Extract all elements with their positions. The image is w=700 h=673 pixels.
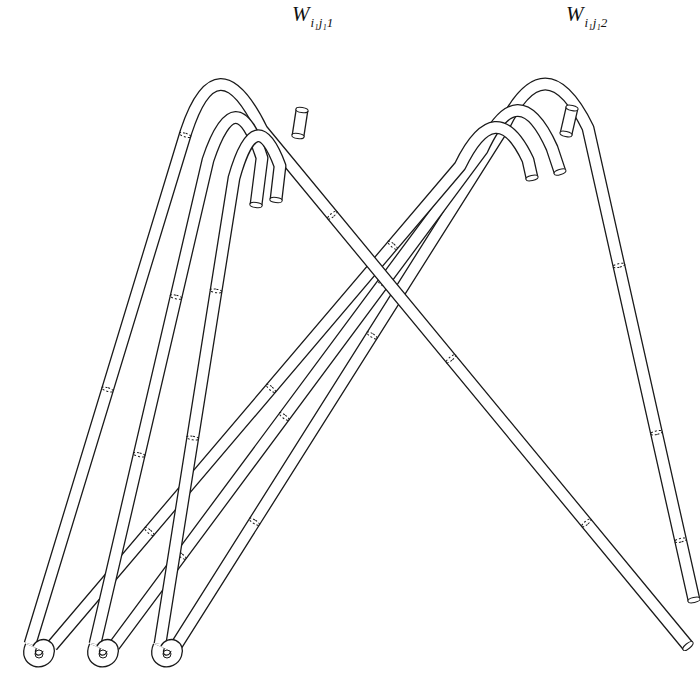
tube-open-end bbox=[553, 168, 566, 177]
set-symbol: W bbox=[566, 4, 584, 25]
tube-open-end bbox=[291, 132, 304, 139]
tube-ring bbox=[580, 518, 592, 529]
tube-open-end bbox=[682, 640, 695, 652]
set-symbol: W bbox=[292, 4, 310, 25]
tube-open-end bbox=[565, 104, 578, 112]
tube-ring bbox=[366, 331, 378, 341]
tube-ring bbox=[265, 383, 277, 394]
tube-outline bbox=[30, 84, 688, 646]
tube-outline bbox=[114, 110, 560, 646]
tube-ring bbox=[674, 537, 687, 543]
tube-outline bbox=[94, 645, 113, 661]
tube-open-end bbox=[687, 596, 700, 604]
coil-loop bbox=[163, 650, 171, 658]
tube-body bbox=[160, 136, 280, 644]
tube-group bbox=[30, 84, 700, 661]
tube-open-end bbox=[270, 197, 283, 204]
tube-ring bbox=[186, 435, 199, 441]
tube-body bbox=[30, 645, 49, 661]
tube-outline bbox=[30, 645, 49, 661]
coil-loop bbox=[99, 650, 107, 658]
set-subscript: i₁j₁2 bbox=[585, 16, 608, 29]
tube-open-end bbox=[525, 174, 538, 182]
tube-ring bbox=[387, 240, 399, 251]
tube-ring bbox=[210, 288, 223, 294]
tube-outline bbox=[160, 136, 280, 644]
tube-body bbox=[158, 645, 177, 661]
tube-body bbox=[30, 84, 688, 646]
tube-ring bbox=[612, 262, 625, 268]
tube-ring bbox=[326, 210, 338, 221]
coil-loop bbox=[35, 650, 43, 658]
tube-ring bbox=[248, 517, 260, 527]
tube-body bbox=[94, 645, 113, 661]
tube-outline bbox=[566, 108, 572, 134]
tube-body bbox=[52, 127, 532, 646]
tube-ring bbox=[133, 452, 146, 458]
tube-body bbox=[566, 108, 572, 134]
tube-ring bbox=[143, 526, 155, 537]
tube-outline bbox=[158, 645, 177, 661]
tube-ring bbox=[170, 294, 183, 300]
tube-outline bbox=[298, 110, 302, 136]
tube-open-end bbox=[295, 106, 308, 113]
tube-ring bbox=[101, 386, 114, 393]
tube-ring bbox=[445, 353, 457, 364]
tube-outline bbox=[52, 127, 532, 646]
tube-open-end bbox=[559, 130, 572, 138]
tube-ring bbox=[179, 131, 192, 138]
tube-open-end bbox=[250, 202, 263, 209]
set-subscript: i₁j₁1 bbox=[311, 16, 334, 29]
tube-ring bbox=[650, 430, 663, 436]
tube-body bbox=[298, 110, 302, 136]
tube-ring bbox=[278, 411, 290, 421]
tube-body bbox=[114, 110, 560, 646]
